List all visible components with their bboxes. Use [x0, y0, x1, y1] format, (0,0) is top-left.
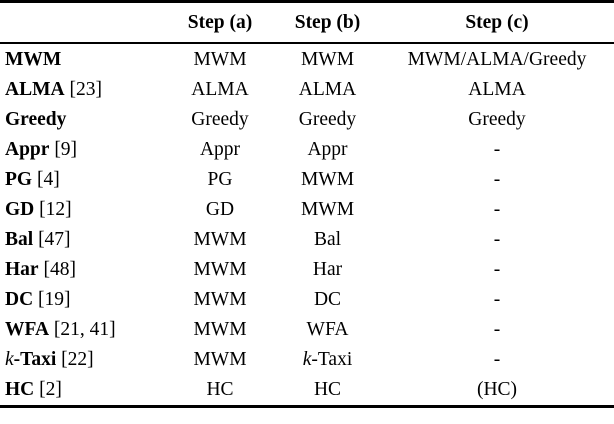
cell-step-a: MWM — [193, 229, 247, 250]
cell-algorithm: PG [4] — [0, 165, 165, 195]
cell-step-c: - — [493, 199, 501, 220]
cell-step-a: PG — [207, 169, 233, 190]
cell-algorithm: Appr [9] — [0, 135, 165, 165]
table-top-rule — [0, 0, 614, 3]
cell-algorithm: Greedy — [0, 105, 165, 135]
cell-step-c: MWM/ALMA/Greedy — [407, 48, 587, 70]
algorithm-name: Har — [5, 259, 39, 280]
algorithm-reference: [2] — [39, 379, 62, 400]
cell-step-a: MWM — [193, 289, 247, 310]
cell-step-a: MWM — [193, 349, 247, 370]
algorithm-name: Bal — [5, 229, 34, 250]
cell-step-b: DC — [313, 289, 342, 310]
algorithm-reference: [47] — [38, 229, 71, 250]
cell-algorithm: WFA [21, 41] — [0, 315, 165, 345]
table-row: MWM MWM MWM MWM/ALMA/Greedy — [0, 44, 614, 75]
table-row: Greedy Greedy Greedy Greedy — [0, 105, 614, 135]
table-row: Bal [47] MWM Bal - — [0, 225, 614, 255]
algorithm-name: HC — [5, 379, 35, 400]
algorithm-name: Greedy — [5, 109, 67, 130]
cell-algorithm: Bal [47] — [0, 225, 165, 255]
table-header-rule — [0, 42, 614, 44]
cell-step-b: Bal — [313, 229, 342, 250]
cell-step-a: Greedy — [191, 109, 249, 130]
algorithm-reference: [19] — [38, 289, 71, 310]
cell-step-b: Appr — [307, 139, 348, 160]
cell-step-a: Appr — [199, 139, 241, 160]
cell-algorithm: HC [2] — [0, 375, 165, 405]
table-bottom-rule — [0, 405, 614, 408]
cell-step-c: ALMA — [468, 79, 526, 100]
column-header-algorithm — [0, 3, 165, 42]
cell-step-c: - — [493, 289, 501, 310]
cell-step-a: MWM — [193, 48, 247, 70]
algorithm-reference: [48] — [43, 259, 76, 280]
cell-step-c: - — [493, 229, 501, 250]
cell-step-b-italic-prefix: k — [302, 349, 312, 370]
cell-step-b: k-Taxi — [302, 349, 353, 370]
table-header: Step (a) Step (b) Step (c) — [0, 3, 614, 42]
cell-step-b: HC — [313, 379, 342, 400]
cell-algorithm: Har [48] — [0, 255, 165, 285]
algorithm-name: MWM — [5, 48, 62, 70]
cell-algorithm: ALMA [23] — [0, 75, 165, 105]
algorithm-name: GD — [5, 199, 35, 220]
cell-algorithm: MWM — [0, 44, 165, 75]
algorithm-name: WFA — [5, 319, 50, 340]
column-header-step-a: Step (a) — [187, 11, 253, 33]
algorithm-reference: [9] — [54, 139, 78, 160]
cell-step-b: Har — [312, 259, 343, 280]
cell-step-c: - — [493, 169, 501, 190]
cell-step-b: ALMA — [298, 79, 357, 100]
table-row: DC [19] MWM DC - — [0, 285, 614, 315]
cell-step-b: MWM — [300, 169, 355, 190]
cell-step-c: - — [493, 259, 501, 280]
algorithm-reference: [4] — [36, 169, 60, 190]
algorithm-name: k-Taxi — [5, 349, 57, 370]
algorithm-comparison-table: Step (a) Step (b) Step (c) — [0, 3, 614, 42]
cell-step-a: GD — [205, 199, 235, 220]
table-row: Har [48] MWM Har - — [0, 255, 614, 285]
cell-step-a: ALMA — [191, 79, 249, 100]
algorithm-name: Appr — [5, 139, 50, 160]
cell-algorithm: k-Taxi [22] — [0, 345, 165, 375]
cell-algorithm: DC [19] — [0, 285, 165, 315]
cell-step-c: - — [493, 139, 501, 160]
cell-step-b: MWM — [300, 199, 355, 220]
algorithm-name: ALMA — [5, 79, 65, 100]
algorithm-reference: [12] — [39, 199, 72, 220]
cell-step-c: Greedy — [468, 109, 526, 130]
algorithm-name: DC — [5, 289, 34, 310]
cell-step-c: - — [493, 349, 501, 370]
algorithm-reference: [23] — [69, 79, 102, 100]
table-row: WFA [21, 41] MWM WFA - — [0, 315, 614, 345]
cell-algorithm: GD [12] — [0, 195, 165, 225]
header-row: Step (a) Step (b) Step (c) — [0, 3, 614, 42]
table-row: k-Taxi [22] MWM k-Taxi - — [0, 345, 614, 375]
cell-step-c: (HC) — [476, 379, 518, 400]
column-header-step-c: Step (c) — [465, 11, 529, 33]
cell-step-a: HC — [206, 379, 234, 400]
cell-step-a: MWM — [193, 319, 247, 340]
column-header-step-b: Step (b) — [294, 11, 361, 33]
cell-step-b: WFA — [306, 319, 349, 340]
algorithm-reference: [22] — [61, 349, 94, 370]
algorithm-name-italic-prefix: k — [5, 349, 14, 370]
cell-step-b: Greedy — [298, 109, 357, 130]
cell-step-b: MWM — [300, 48, 355, 70]
cell-step-a: MWM — [193, 259, 247, 280]
algorithm-reference: [21, 41] — [53, 319, 116, 340]
cell-step-c: - — [493, 319, 501, 340]
algorithm-name: PG — [5, 169, 33, 190]
